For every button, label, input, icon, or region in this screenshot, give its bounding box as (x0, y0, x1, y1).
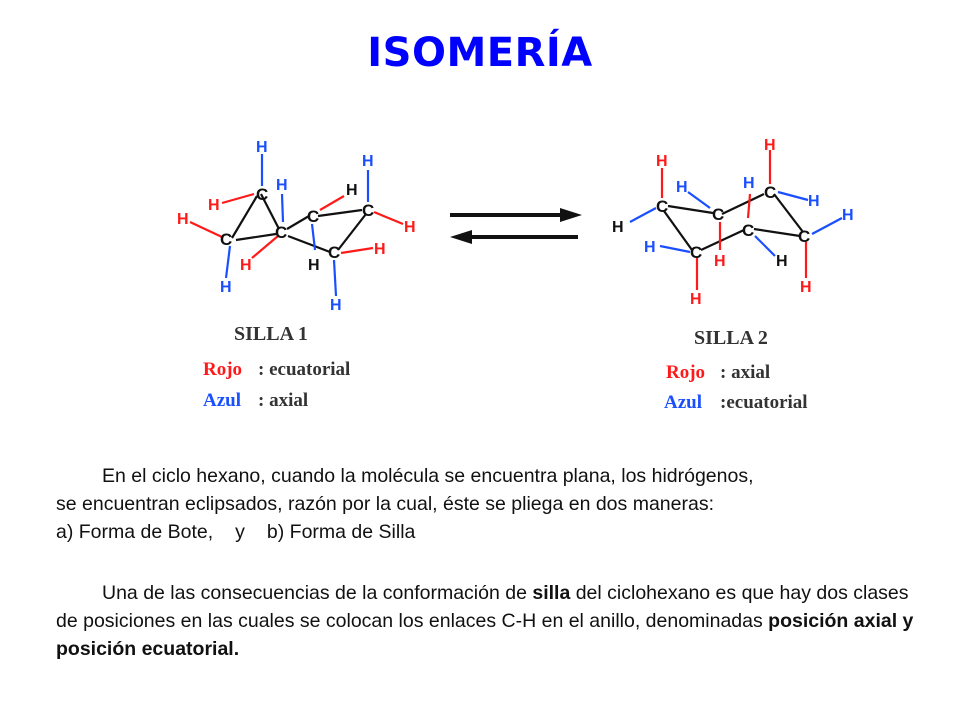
carbon-atom: C (220, 230, 232, 249)
hydrogen-equatorial: H (644, 239, 656, 256)
hydrogen-equatorial: H (177, 211, 189, 228)
hydrogen-equatorial: H (208, 197, 220, 214)
hydrogen-axial: H (764, 137, 776, 154)
legend-red-label: Rojo (666, 362, 705, 383)
carbon-atom: C (742, 221, 754, 240)
carbon-atom: C (275, 223, 287, 242)
legend-blue-label: Azul (664, 392, 702, 413)
carbon-atom: C (307, 207, 319, 226)
emphasis-positions: posición axial y posición ecuatorial. (56, 610, 914, 660)
hydrogen-equatorial: H (842, 207, 854, 224)
carbon-atom: C (256, 185, 268, 204)
paragraph-line: se encuentran eclipsados, razón por la c… (56, 493, 714, 515)
chair-2-title: SILLA 2 (694, 327, 768, 349)
hydrogen-equatorial: H (676, 179, 688, 196)
hydrogen-axial: H (800, 279, 812, 296)
hydrogen-axial: H (256, 139, 268, 156)
legend-blue-value: : axial (258, 390, 308, 411)
carbon-atom: C (656, 197, 668, 216)
paragraph-options: a) Forma de Bote, y b) Forma de Silla (56, 518, 916, 546)
carbon-atom: C (798, 227, 810, 246)
chair-1-legend: SILLA 1 Rojo : ecuatorial Azul : axial (203, 323, 350, 411)
legend-red-value: : ecuatorial (258, 359, 350, 380)
hydrogen-axial: H (330, 297, 342, 314)
carbon-atom: C (764, 183, 776, 202)
chair-2-legend: SILLA 2 Rojo : axial Azul :ecuatorial (664, 327, 808, 413)
carbon-atom: C (690, 243, 702, 262)
legend-red-label: Rojo (203, 359, 242, 380)
hydrogen-equatorial: H (808, 193, 820, 210)
equilibrium-arrows (450, 208, 582, 244)
chair-1-title: SILLA 1 (234, 323, 308, 345)
chair-2-molecule: C C C C C C H H H H H H H H H H H H (612, 137, 854, 308)
hydrogen: H (346, 182, 358, 199)
hydrogen-equatorial: H (240, 257, 252, 274)
option-a: a) Forma de Bote, (56, 521, 214, 543)
paragraph-chair-positions: Una de las consecuencias de la conformac… (56, 579, 916, 663)
legend-red-value: : axial (720, 362, 770, 383)
paragraph-text: En el ciclo hexano, cuando la molécula s… (102, 465, 754, 487)
carbon-atom: C (362, 201, 374, 220)
emphasis-silla: silla (532, 582, 571, 604)
hydrogen-axial: H (362, 153, 374, 170)
legend-blue-value: :ecuatorial (720, 392, 808, 413)
hydrogen: H (776, 253, 788, 270)
chair-conformations-diagram: C C C C C C H H H H H H H H H H H H (177, 137, 854, 413)
hydrogen-axial: H (220, 279, 232, 296)
hydrogen-equatorial: H (404, 219, 416, 236)
slide-title: ISOMERÍA (367, 30, 593, 76)
carbon-atom: C (712, 205, 724, 224)
hydrogen-axial: H (656, 153, 668, 170)
paragraph-line: En el ciclo hexano, cuando la molécula s… (56, 462, 916, 490)
hydrogen-axial: H (690, 291, 702, 308)
hydrogen-axial: H (276, 177, 288, 194)
hydrogen-equatorial: H (374, 241, 386, 258)
hydrogen: H (308, 257, 320, 274)
hydrogen-axial: H (714, 253, 726, 270)
option-b: b) Forma de Silla (266, 521, 416, 543)
paragraph-text: Una de las consecuencias de la conformac… (102, 582, 533, 604)
hydrogen: H (612, 219, 624, 236)
chair-1-molecule: C C C C C C H H H H H H H H H H H H (177, 139, 416, 314)
paragraph-text: del ciclohexano es que hay dos clases de… (56, 582, 909, 632)
legend-blue-label: Azul (203, 390, 241, 411)
hydrogen-equatorial: H (743, 175, 755, 192)
paragraph-planar-hexane: En el ciclo hexano, cuando la molécula s… (56, 462, 916, 546)
carbon-atom: C (328, 243, 340, 262)
option-connector: y (235, 521, 245, 543)
